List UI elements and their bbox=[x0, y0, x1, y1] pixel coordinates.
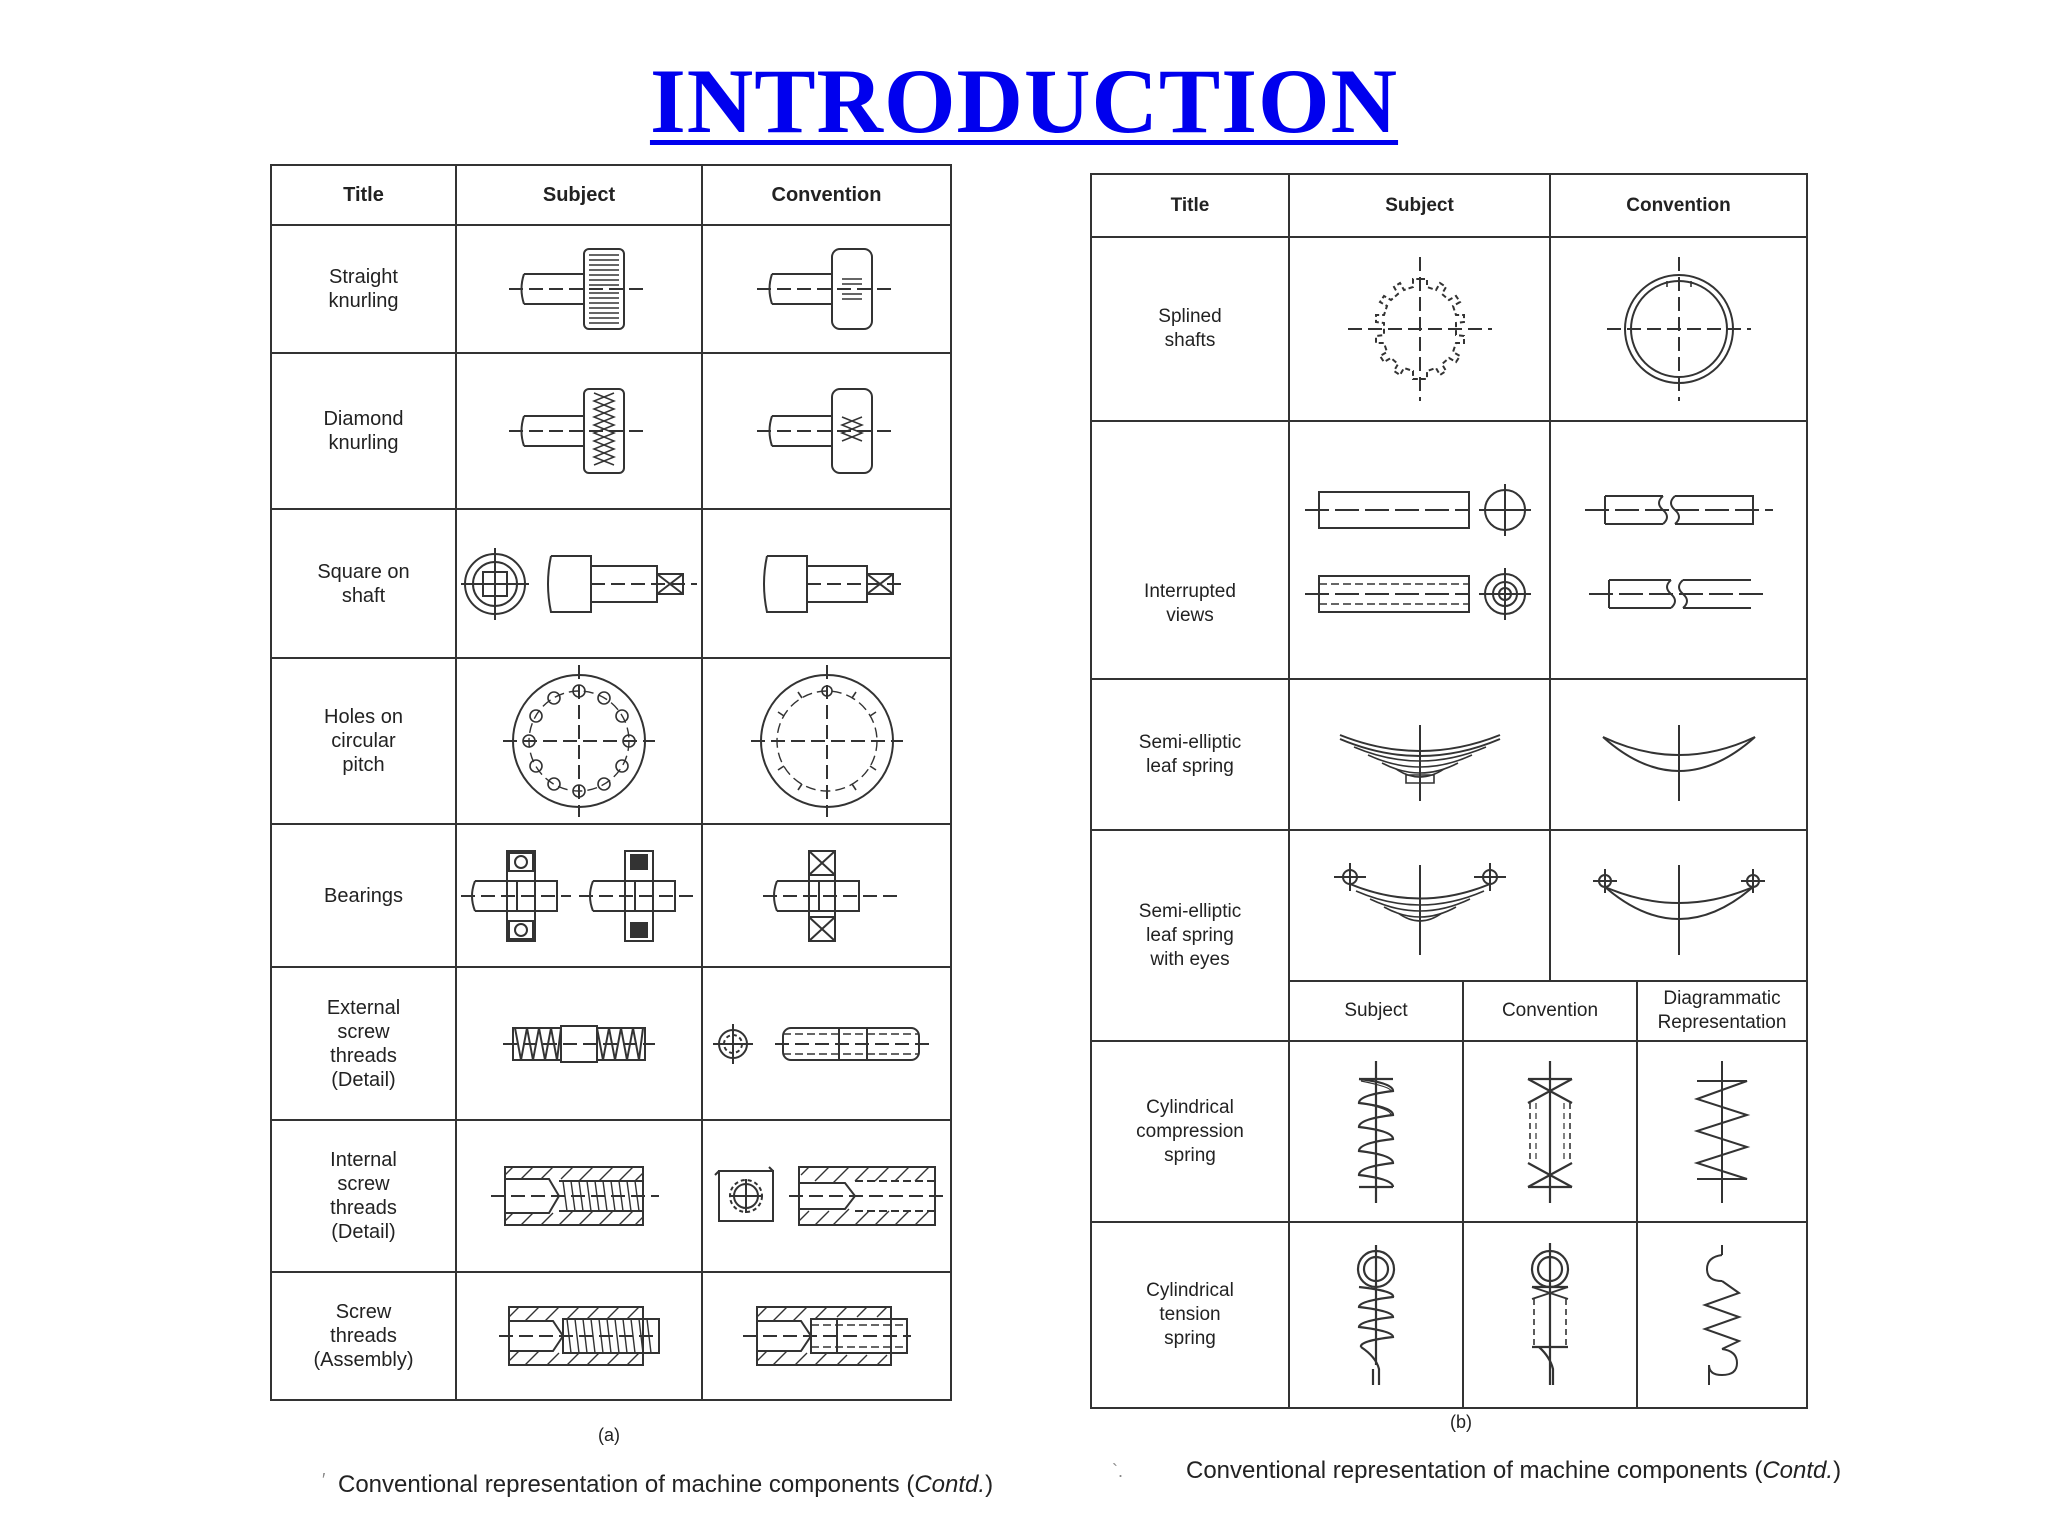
interrupted-views-subject-icon bbox=[1288, 420, 1551, 680]
table-row: Diamond knurling bbox=[270, 352, 952, 510]
table-a-header-convention: Convention bbox=[701, 164, 952, 226]
row-title: Interrupted views bbox=[1090, 420, 1290, 680]
square-on-shaft-subject-icon bbox=[455, 508, 703, 659]
table-b-label: (b) bbox=[1450, 1412, 1472, 1432]
external-threads-convention-icon bbox=[701, 966, 952, 1121]
internal-threads-subject-icon bbox=[455, 1119, 703, 1273]
table-a: Title Subject Convention Straight knurli… bbox=[270, 164, 952, 1401]
table-row: External screw threads (Detail) bbox=[270, 966, 952, 1121]
page-title: INTRODUCTION bbox=[649, 50, 1399, 152]
caption-italic: Contd. bbox=[914, 1471, 986, 1498]
table-a-header-title: Title bbox=[270, 164, 457, 226]
row-title: Cylindrical compression spring bbox=[1090, 1040, 1290, 1223]
subheader-diagrammatic: Diagrammatic Representation bbox=[1636, 980, 1808, 1042]
row-title: Square on shaft bbox=[270, 508, 457, 659]
holes-circular-pitch-subject-icon bbox=[455, 657, 703, 825]
leaf-spring-eyes-convention-icon bbox=[1549, 829, 1808, 982]
straight-knurling-convention-icon bbox=[701, 224, 952, 354]
table-row: Bearings bbox=[270, 823, 952, 968]
leaf-spring-convention-icon bbox=[1549, 678, 1808, 831]
caption-end: ) bbox=[985, 1471, 994, 1498]
square-on-shaft-convention-icon bbox=[701, 508, 952, 659]
row-title: Holes on circular pitch bbox=[270, 657, 457, 825]
table-row: Screw threads (Assembly) bbox=[270, 1271, 952, 1401]
table-row: Splined shafts bbox=[1090, 236, 1808, 422]
table-row: Semi-elliptic leaf spring bbox=[1090, 678, 1808, 831]
caption-italic: Contd. bbox=[1762, 1457, 1834, 1484]
scan-mark: ′ bbox=[322, 1470, 326, 1490]
table-row: Cylindrical tension spring bbox=[1090, 1221, 1808, 1409]
table-row: Internal screw threads (Detail) bbox=[270, 1119, 952, 1273]
row-title: Straight knurling bbox=[270, 224, 457, 354]
straight-knurling-subject-icon bbox=[455, 224, 703, 354]
interrupted-views-convention-icon bbox=[1549, 420, 1808, 680]
tension-spring-diagram-icon bbox=[1636, 1221, 1808, 1409]
external-threads-subject-icon bbox=[455, 966, 703, 1121]
row-title: Diamond knurling bbox=[270, 352, 457, 510]
table-row: Cylindrical compression spring bbox=[1090, 1040, 1808, 1223]
table-b-header-title: Title bbox=[1090, 173, 1290, 238]
table-b-header-subject: Subject bbox=[1288, 173, 1551, 238]
table-a-label: (a) bbox=[598, 1425, 620, 1445]
compression-spring-subject-icon bbox=[1288, 1040, 1464, 1223]
subheader-subject: Subject bbox=[1288, 980, 1464, 1042]
table-a-header-subject: Subject bbox=[455, 164, 703, 226]
row-title: Bearings bbox=[270, 823, 457, 968]
table-b: Title Subject Convention Splined shafts … bbox=[1090, 173, 1808, 1409]
table-b-subheader-row: Subject Convention Diagrammatic Represen… bbox=[1091, 980, 1808, 1042]
internal-threads-convention-icon bbox=[701, 1119, 952, 1273]
scan-mark: `. bbox=[1112, 1461, 1123, 1481]
row-title: External screw threads (Detail) bbox=[270, 966, 457, 1121]
holes-circular-pitch-convention-icon bbox=[701, 657, 952, 825]
row-title: Semi-elliptic leaf spring bbox=[1090, 678, 1290, 831]
leaf-spring-eyes-subject-icon bbox=[1288, 829, 1551, 982]
row-title: Splined shafts bbox=[1090, 236, 1290, 422]
caption-end: ) bbox=[1833, 1457, 1842, 1484]
row-title: Cylindrical tension spring bbox=[1090, 1221, 1290, 1409]
subheader-convention: Convention bbox=[1462, 980, 1638, 1042]
table-a-caption: Conventional representation of machine c… bbox=[338, 1471, 993, 1499]
splined-shaft-subject-icon bbox=[1288, 236, 1551, 422]
table-row: Straight knurling bbox=[270, 224, 952, 354]
table-a-header-row: Title Subject Convention bbox=[270, 164, 952, 226]
leaf-spring-subject-icon bbox=[1288, 678, 1551, 831]
row-title: Semi-elliptic leaf spring with eyes bbox=[1090, 829, 1290, 1041]
compression-spring-diagram-icon bbox=[1636, 1040, 1808, 1223]
caption-text: Conventional representation of machine c… bbox=[338, 1471, 915, 1498]
table-row: Interrupted views bbox=[1090, 420, 1808, 680]
table-b-header-convention: Convention bbox=[1549, 173, 1808, 238]
tension-spring-subject-icon bbox=[1288, 1221, 1464, 1409]
splined-shaft-convention-icon bbox=[1549, 236, 1808, 422]
diamond-knurling-convention-icon bbox=[701, 352, 952, 510]
row-title: Screw threads (Assembly) bbox=[270, 1271, 457, 1401]
tension-spring-convention-icon bbox=[1462, 1221, 1638, 1409]
screw-assembly-subject-icon bbox=[455, 1271, 703, 1401]
table-row: Semi-elliptic leaf spring with eyes bbox=[1090, 829, 1808, 1041]
table-b-header-row: Title Subject Convention bbox=[1090, 173, 1808, 238]
bearings-subject-icon bbox=[455, 823, 703, 968]
row-title: Internal screw threads (Detail) bbox=[270, 1119, 457, 1273]
table-row: Holes on circular pitch bbox=[270, 657, 952, 825]
compression-spring-convention-icon bbox=[1462, 1040, 1638, 1223]
bearings-convention-icon bbox=[701, 823, 952, 968]
diamond-knurling-subject-icon bbox=[455, 352, 703, 510]
screw-assembly-convention-icon bbox=[701, 1271, 952, 1401]
caption-text: Conventional representation of machine c… bbox=[1186, 1457, 1763, 1484]
table-b-caption: Conventional representation of machine c… bbox=[1186, 1457, 1841, 1485]
table-row: Square on shaft bbox=[270, 508, 952, 659]
